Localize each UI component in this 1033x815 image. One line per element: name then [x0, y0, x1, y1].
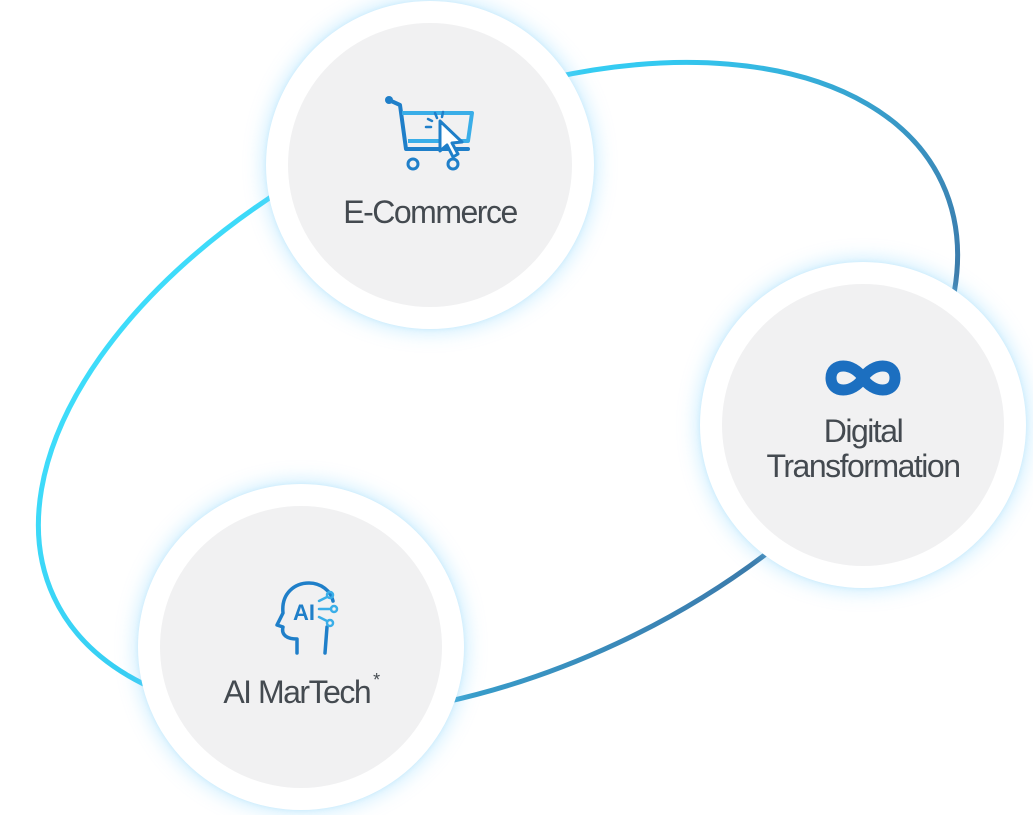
ai-martech-label-text: AI MarTech	[223, 674, 371, 711]
digital-label-line1: Digital	[823, 412, 904, 449]
infinity-icon	[825, 360, 901, 396]
ai-head-icon: AI	[275, 581, 339, 656]
ai-martech-circle: AI AI MarTech*	[160, 506, 442, 788]
ecommerce-circle: E-Commerce	[288, 23, 572, 307]
ecommerce-label: E-Commerce	[343, 194, 518, 231]
ai-martech-footnote-mark: *	[373, 670, 380, 691]
digital-label-line2: Transformation	[766, 448, 962, 484]
ecommerce-node: E-Commerce	[266, 1, 594, 329]
svg-text:AI: AI	[293, 600, 315, 625]
shopping-cart-icon	[385, 96, 474, 171]
digital-transformation-circle: Digital Transformation	[722, 284, 1004, 566]
ai-martech-label: AI MarTech*	[223, 671, 380, 711]
digital-transformation-node: Digital Transformation	[700, 262, 1026, 588]
ai-martech-node: AI AI MarTech*	[138, 484, 464, 810]
